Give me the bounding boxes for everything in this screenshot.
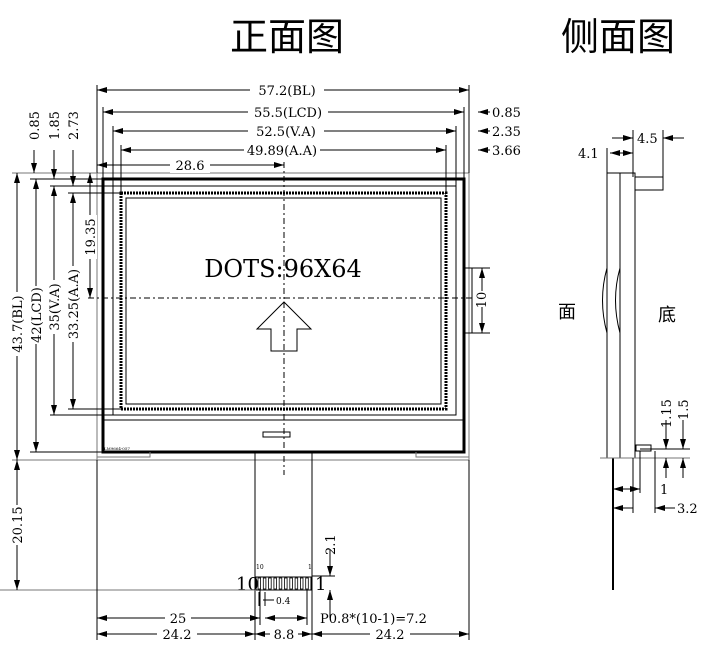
backlight-outline: [96, 172, 470, 461]
side-dim-32: 3.2: [677, 502, 698, 517]
tab-slot: [262, 431, 291, 438]
left-dimensions: 0.85 1.85 2.73 43.7(BL) 42(LCD) 35(V.A) …: [10, 111, 490, 461]
pitch-dim: P0.8*(10-1)=7.2: [320, 612, 427, 627]
dim-right-085: 0.85: [492, 106, 521, 121]
dots-label: DOTS:96X64: [204, 255, 362, 283]
connector-pin: [278, 577, 283, 590]
side-dim-45: 4.5: [637, 132, 658, 147]
connector-pin: [273, 577, 277, 590]
dim-right-366: 3.66: [492, 144, 521, 159]
side-dim-115: 1.15: [660, 399, 675, 428]
dim-left-085: 0.85: [28, 111, 43, 140]
front-view-title: 正面图: [230, 15, 344, 59]
fpc-tail: 10 1 10 1 0.4 2.1 20.15 25 P0.8*(10-1)=7…: [0, 452, 470, 643]
dim-right-235: 2.35: [492, 125, 521, 140]
dim-bl-width: 57.2(BL): [258, 84, 315, 99]
pin-width-dim: 0.4: [276, 597, 291, 607]
dim-bl-height: 43.7(BL): [11, 295, 26, 352]
front-side-label: 面: [558, 302, 576, 323]
connector-pin: [257, 577, 261, 590]
side-dim-15: 1.5: [677, 399, 692, 420]
pin-10-label: 10: [236, 574, 259, 595]
side-dim-1: 1: [660, 483, 668, 498]
connector-pin: [294, 577, 299, 590]
back-side-label: 底: [658, 305, 676, 326]
connector-pin: [262, 577, 267, 590]
dim-va-height: 35(V.A): [48, 283, 63, 330]
connector-pin: [299, 577, 304, 590]
dim-center-y: 19.35: [84, 218, 99, 255]
side-view-title: 侧面图: [561, 15, 675, 59]
dim-bump-height: 10: [475, 292, 490, 309]
pin-1-label: 1: [315, 574, 326, 595]
tail-height-dim: 20.15: [11, 506, 26, 543]
bottom-dim-fpc: 8.8: [274, 628, 295, 643]
dim-center-x: 28.6: [176, 159, 205, 174]
front-view: DOTS:96X64 LM9664-057: [88, 162, 478, 475]
connector-pin: [305, 577, 309, 590]
dim-lcd-height: 42(LCD): [30, 287, 45, 343]
pin-10-small-label: 10: [256, 564, 264, 571]
bottom-dim-left: 24.2: [163, 628, 192, 643]
dim-left-185: 1.85: [48, 111, 63, 140]
bottom-dim-right: 24.2: [376, 628, 405, 643]
top-dimensions: 57.2(BL) 55.5(LCD) 52.5(V.A) 49.89(A.A) …: [96, 82, 521, 193]
dim-lcd-width: 55.5(LCD): [254, 106, 322, 121]
orientation-arrow: [255, 301, 313, 352]
dim-aa-height: 33.25(A.A): [67, 269, 82, 339]
connector-pin: [289, 577, 293, 590]
dim-aa-width: 49.89(A.A): [247, 144, 317, 159]
side-view: 面 底 4.1 4.5 1.15 1.5 1 3.2: [558, 130, 698, 590]
part-label: LM9664-057: [104, 446, 130, 451]
dim-left-273: 2.73: [67, 111, 82, 140]
pin-1-small-label: 1: [308, 564, 312, 571]
dim-va-width: 52.5(V.A): [256, 125, 316, 140]
fpc-height-dim: 2.1: [324, 534, 339, 555]
connector-pin: [268, 577, 272, 590]
fpc-offset-dim: 25: [170, 612, 187, 627]
connector-pin: [284, 577, 288, 590]
side-dim-41: 4.1: [578, 147, 599, 162]
